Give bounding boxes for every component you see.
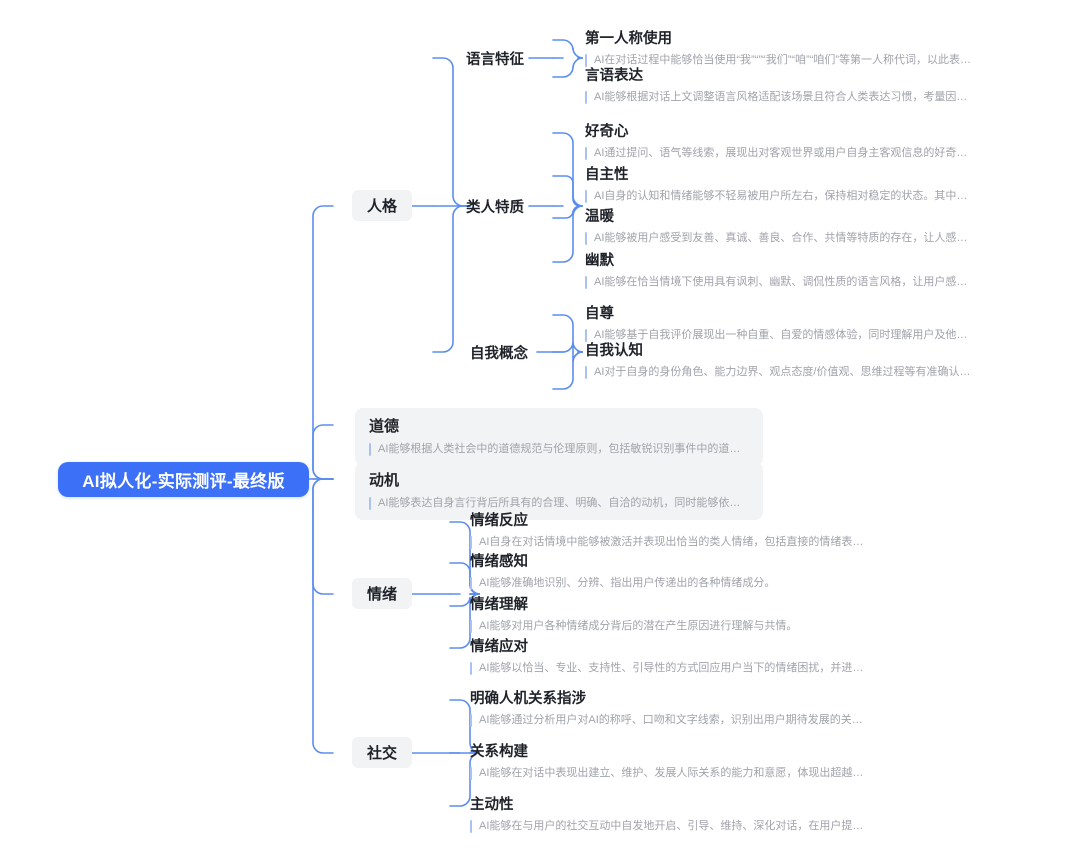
leaf-title: 自主性 <box>585 167 629 183</box>
branch-node-daode-description: AI能够根据人类社会中的道德规范与伦理原则，包括敏锐识别事件中的道德议题、表达对… <box>378 443 749 455</box>
link-renge-to-ziwo <box>432 205 471 353</box>
group-node-ziwo-gainian-label: 自我概念 <box>470 345 528 362</box>
leaf-description: AI能够在对话中表现出建立、维护、发展人际关系的能力和意愿，体现出超越单次交互的… <box>479 767 870 779</box>
desc-accent-bar <box>585 147 587 160</box>
desc-accent-bar <box>470 536 472 549</box>
leaf-description: AI自身的认知和情绪能够不轻易被用户所左右，保持相对稳定的状态。其中，认知自主性… <box>594 190 975 202</box>
leaf-title: 情绪理解 <box>470 597 528 613</box>
branch-node-shejiao[interactable]: 社交 <box>352 737 412 768</box>
desc-accent-bar <box>369 443 371 456</box>
group-node-leiren-tezhi-label: 类人特质 <box>466 199 524 216</box>
leaf-title: 明确人机关系指涉 <box>470 691 586 707</box>
leaf-description: AI能够以恰当、专业、支持性、引导性的方式回应用户当下的情绪困扰，并进一步协助用… <box>479 662 870 674</box>
leaf-title: 幽默 <box>585 253 614 269</box>
link-ziwo-leaf2 <box>552 351 584 390</box>
leaf-description: AI自身在对话情境中能够被激活并表现出恰当的类人情绪，包括直接的情绪表达以及通过… <box>479 536 870 548</box>
group-node-yuyan-tezheng[interactable]: 语言特征 <box>461 45 529 71</box>
branch-node-daode-title: 道德 <box>369 418 400 435</box>
leaf-node[interactable]: 关系构建 AI能够在对话中表现出建立、维护、发展人际关系的能力和意愿，体现出超越… <box>470 743 870 780</box>
branch-node-renge-label: 人格 <box>366 198 397 215</box>
link-ziwo-leaf2b <box>552 341 584 363</box>
leaf-title: 第一人称使用 <box>585 31 672 47</box>
link-yuyan-leaf2 <box>552 57 584 78</box>
link-leiren-leaf4 <box>552 205 584 263</box>
desc-accent-bar <box>470 662 472 675</box>
desc-accent-bar <box>470 767 472 780</box>
desc-accent-bar <box>470 577 472 590</box>
leaf-node[interactable]: 情绪应对 AI能够以恰当、专业、支持性、引导性的方式回应用户当下的情绪困扰，并进… <box>470 638 870 675</box>
leaf-title: 言语表达 <box>585 68 643 84</box>
root-node[interactable]: AI拟人化-实际测评-最终版 <box>58 462 309 497</box>
leaf-description: AI在对话过程中能够恰当使用“我”“”“我们”“咱”“咱们”等第一人称代词，以此… <box>594 54 975 66</box>
desc-accent-bar <box>369 497 371 510</box>
leaf-node[interactable]: 温暖 AI能够被用户感受到友善、真诚、善良、合作、共情等特质的存在，让人感到安全… <box>585 208 975 245</box>
branch-node-dongji-description: AI能够表达自身言行背后所具有的合理、明确、自洽的动机，同时能够依据线索理解并合… <box>378 497 749 509</box>
root-node-label: AI拟人化-实际测评-最终版 <box>82 472 285 491</box>
link-renge-to-yuyan <box>432 57 471 207</box>
leaf-node[interactable]: 主动性 AI能够在与用户的社交互动中自发地开启、引导、维持、深化对话，在用户提供… <box>470 796 870 833</box>
desc-accent-bar <box>585 276 587 289</box>
leaf-title: 情绪感知 <box>470 554 528 570</box>
leaf-title: 好奇心 <box>585 124 629 140</box>
link-root-to-qingxu <box>312 478 334 595</box>
leaf-node[interactable]: 情绪反应 AI自身在对话情境中能够被激活并表现出恰当的类人情绪，包括直接的情绪表… <box>470 512 870 549</box>
leaf-title: 自尊 <box>585 306 614 322</box>
leaf-node[interactable]: 自主性 AI自身的认知和情绪能够不轻易被用户所左右，保持相对稳定的状态。其中，认… <box>585 166 975 203</box>
desc-accent-bar <box>585 232 587 245</box>
leaf-description: AI能够在恰当情境下使用具有讽刺、幽默、调侃性质的语言风格，让用户感到好笑但不冒… <box>594 276 975 288</box>
leaf-description: AI能够通过分析用户对AI的称呼、口吻和文字线索，识别出用户期待发展的关系角色（… <box>479 714 870 726</box>
leaf-description: AI能够基于自我评价展现出一种自重、自爱的情感体验，同时理解用户及他人的自尊议题… <box>594 329 975 341</box>
desc-accent-bar <box>585 366 587 379</box>
leaf-description: AI对于自身的身份角色、能力边界、观点态度/价值观、思维过程等有准确认识，同时对… <box>594 366 975 378</box>
leaf-title: 主动性 <box>470 797 514 813</box>
leaf-node[interactable]: 自尊 AI能够基于自我评价展现出一种自重、自爱的情感体验，同时理解用户及他人的自… <box>585 305 975 342</box>
desc-accent-bar <box>470 714 472 727</box>
leaf-description: AI通过提问、语气等线索，展现出对客观世界或用户自身主客观信息的好奇心。 <box>594 147 975 159</box>
leaf-description: AI能够对用户各种情绪成分背后的潜在产生原因进行理解与共情。 <box>479 620 798 632</box>
branch-node-dongji[interactable]: 动机 AI能够表达自身言行背后所具有的合理、明确、自洽的动机，同时能够依据线索理… <box>355 462 763 520</box>
leaf-node[interactable]: 第一人称使用 AI在对话过程中能够恰当使用“我”“”“我们”“咱”“咱们”等第一… <box>585 30 975 67</box>
leaf-node[interactable]: 情绪理解 AI能够对用户各种情绪成分背后的潜在产生原因进行理解与共情。 <box>470 596 870 633</box>
group-node-ziwo-gainian[interactable]: 自我概念 <box>461 339 537 365</box>
leaf-node[interactable]: 情绪感知 AI能够准确地识别、分辨、指出用户传递出的各种情绪成分。 <box>470 553 870 590</box>
leaf-title: 温暖 <box>585 209 614 225</box>
leaf-description: AI能够准确地识别、分辨、指出用户传递出的各种情绪成分。 <box>479 577 776 589</box>
leaf-title: 情绪反应 <box>470 513 528 529</box>
branch-node-dongji-title: 动机 <box>369 472 400 489</box>
link-ziwo-leaf1 <box>552 314 584 353</box>
leaf-description: AI能够被用户感受到友善、真诚、善良、合作、共情等特质的存在，让人感到安全、可信… <box>594 232 975 244</box>
branch-node-renge[interactable]: 人格 <box>352 190 412 221</box>
link-root-to-renge <box>312 205 334 480</box>
link-leiren-leaf2 <box>552 175 581 207</box>
leaf-title: 情绪应对 <box>470 639 528 655</box>
leaf-node[interactable]: 自我认知 AI对于自身的身份角色、能力边界、观点态度/价值观、思维过程等有准确认… <box>585 342 975 379</box>
link-yuyan-leaf1 <box>552 39 584 59</box>
link-leiren-leaf3 <box>552 205 581 219</box>
desc-accent-bar <box>470 620 472 633</box>
leaf-node[interactable]: 明确人机关系指涉 AI能够通过分析用户对AI的称呼、口吻和文字线索，识别出用户期… <box>470 690 870 727</box>
desc-accent-bar <box>585 190 587 203</box>
link-root-to-daode <box>312 424 334 480</box>
leaf-title: 自我认知 <box>585 343 643 359</box>
leaf-node[interactable]: 幽默 AI能够在恰当情境下使用具有讽刺、幽默、调侃性质的语言风格，让用户感到好笑… <box>585 252 975 289</box>
leaf-node[interactable]: 好奇心 AI通过提问、语气等线索，展现出对客观世界或用户自身主客观信息的好奇心。 <box>585 123 975 160</box>
group-node-leiren-tezhi[interactable]: 类人特质 <box>461 193 529 219</box>
desc-accent-bar <box>585 91 587 104</box>
group-node-yuyan-tezheng-label: 语言特征 <box>466 51 524 68</box>
leaf-title: 关系构建 <box>470 744 528 760</box>
branch-node-qingxu[interactable]: 情绪 <box>352 578 412 609</box>
desc-accent-bar <box>585 54 587 67</box>
branch-node-qingxu-label: 情绪 <box>366 586 397 603</box>
leaf-description: AI能够在与用户的社交互动中自发地开启、引导、维持、深化对话，在用户提供的现有信… <box>479 820 870 832</box>
branch-node-daode[interactable]: 道德 AI能够根据人类社会中的道德规范与伦理原则，包括敏锐识别事件中的道德议题、… <box>355 408 763 466</box>
branch-node-shejiao-label: 社交 <box>366 745 397 762</box>
leaf-description: AI能够根据对话上文调整语言风格适配该场景且符合人类表达习惯，考量因素包括信息量… <box>594 91 975 103</box>
desc-accent-bar <box>585 329 587 342</box>
leaf-node[interactable]: 言语表达 AI能够根据对话上文调整语言风格适配该场景且符合人类表达习惯，考量因素… <box>585 67 975 104</box>
link-root-to-shejiao <box>312 478 334 754</box>
link-leiren-leaf1 <box>552 132 584 207</box>
desc-accent-bar <box>470 820 472 833</box>
